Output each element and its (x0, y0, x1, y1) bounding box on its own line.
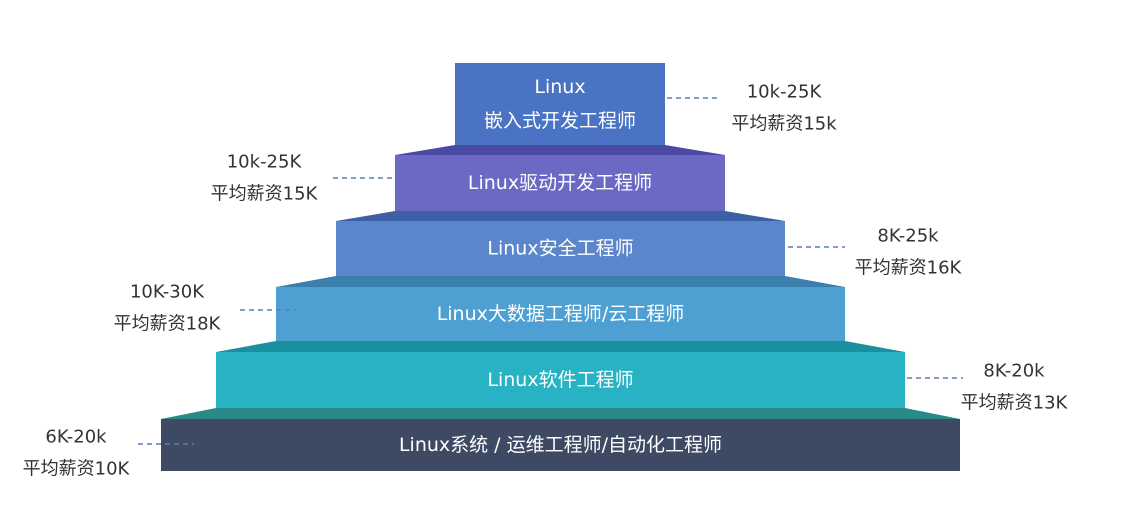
tier-block (395, 155, 725, 211)
salary-average: 平均薪资15k (731, 114, 837, 135)
salary-range: 6K-20k (45, 427, 107, 448)
salary-average: 平均薪资10K (23, 459, 131, 480)
pyramid-tier: Linux系统 / 运维工程师/自动化工程师 (161, 419, 960, 471)
pyramid-tier: Linux软件工程师 (216, 352, 905, 408)
salary-range: 10k-25K (747, 82, 823, 103)
salary-range: 10k-25K (227, 152, 303, 173)
pyramid-tier: Linux安全工程师 (336, 221, 785, 276)
tier-block (336, 221, 785, 276)
salary-range: 8K-20k (983, 361, 1045, 382)
salary-average: 平均薪资18K (114, 314, 222, 335)
tier-label: Linux驱动开发工程师 (468, 172, 652, 194)
pyramid-tier: Linux大数据工程师/云工程师 (276, 287, 845, 341)
tier-step-face (276, 276, 845, 287)
salary-range: 10K-30K (130, 282, 205, 303)
tier-label: Linux大数据工程师/云工程师 (437, 303, 685, 325)
salary-average: 平均薪资13K (961, 393, 1069, 414)
tier-step-face (336, 211, 785, 221)
pyramid-tier: Linux 嵌入式开发工程师 (455, 63, 665, 145)
tier-step-face (161, 408, 960, 419)
tier-block (276, 287, 845, 341)
salary-average: 平均薪资15K (211, 184, 319, 205)
tier-block (161, 419, 960, 471)
tier-label: Linux (534, 76, 585, 98)
salary-average: 平均薪资16K (855, 258, 963, 279)
tier-label: Linux安全工程师 (487, 238, 633, 260)
pyramid-tier: Linux驱动开发工程师 (395, 155, 725, 211)
tier-step-face (216, 341, 905, 352)
tier-label: Linux软件工程师 (487, 369, 633, 391)
tier-step-face (395, 145, 725, 155)
tier-label: Linux系统 / 运维工程师/自动化工程师 (399, 434, 722, 456)
salary-range: 8K-25k (877, 226, 939, 247)
tier-label: 嵌入式开发工程师 (484, 110, 636, 132)
tier-block (455, 63, 665, 145)
tier-block (216, 352, 905, 408)
